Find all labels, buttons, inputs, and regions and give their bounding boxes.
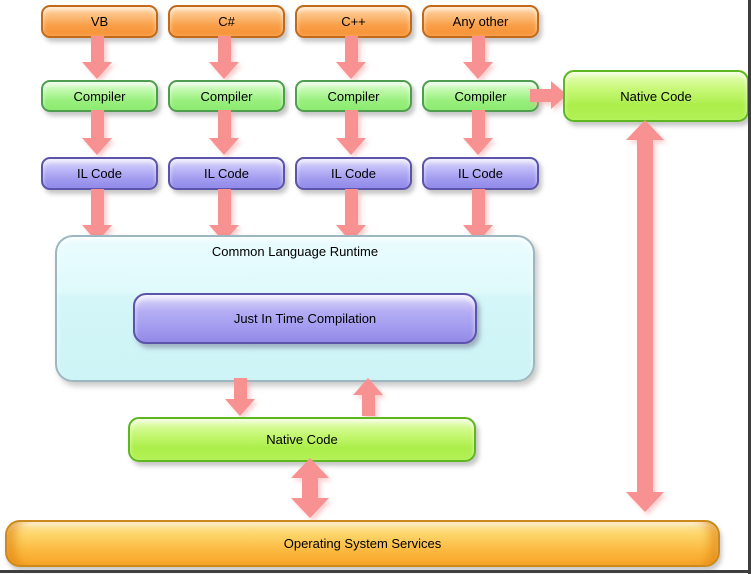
arrow-compiler1-to-il: [82, 110, 112, 155]
arrow-csharp-to-compiler: [209, 36, 239, 79]
arrow-compiler3-to-il: [336, 110, 366, 155]
clr-title: Common Language Runtime: [211, 244, 379, 259]
arrow-vb-to-compiler: [82, 36, 112, 79]
il-code-box-2: IL Code: [168, 157, 285, 190]
arrow-compiler2-to-il: [209, 110, 239, 155]
arrow-native-code-to-clr: [353, 378, 383, 416]
os-services-bar: Operating System Services: [5, 520, 720, 567]
jit-compilation-box: Just In Time Compilation: [133, 293, 477, 344]
il-code-box-1: IL Code: [41, 157, 158, 190]
arrow-clr-to-native-code: [225, 378, 255, 416]
native-code-box-bottom: Native Code: [128, 417, 476, 462]
compiler-box-4: Compiler: [422, 80, 539, 112]
page-border-right: [748, 0, 751, 574]
language-box-any-other: Any other: [422, 5, 539, 38]
compiler-box-2: Compiler: [168, 80, 285, 112]
language-box-cpp: C++: [295, 5, 412, 38]
arrow-any-other-to-compiler: [463, 36, 493, 79]
arrow-native-code-os-bidirectional: [290, 458, 330, 518]
language-box-vb: VB: [41, 5, 158, 38]
arrow-compiler4-to-il: [463, 110, 493, 155]
arrow-cpp-to-compiler: [336, 36, 366, 79]
language-box-csharp: C#: [168, 5, 285, 38]
compiler-box-1: Compiler: [41, 80, 158, 112]
native-code-box-right: Native Code: [563, 70, 749, 122]
page-border-bottom: [0, 570, 751, 573]
il-code-box-3: IL Code: [295, 157, 412, 190]
arrow-compiler-to-native-code: [530, 81, 567, 109]
compiler-box-3: Compiler: [295, 80, 412, 112]
arrow-native-code-right-os-bidirectional: [625, 120, 665, 512]
clr-container: Common Language Runtime Just In Time Com…: [55, 235, 535, 382]
il-code-box-4: IL Code: [422, 157, 539, 190]
